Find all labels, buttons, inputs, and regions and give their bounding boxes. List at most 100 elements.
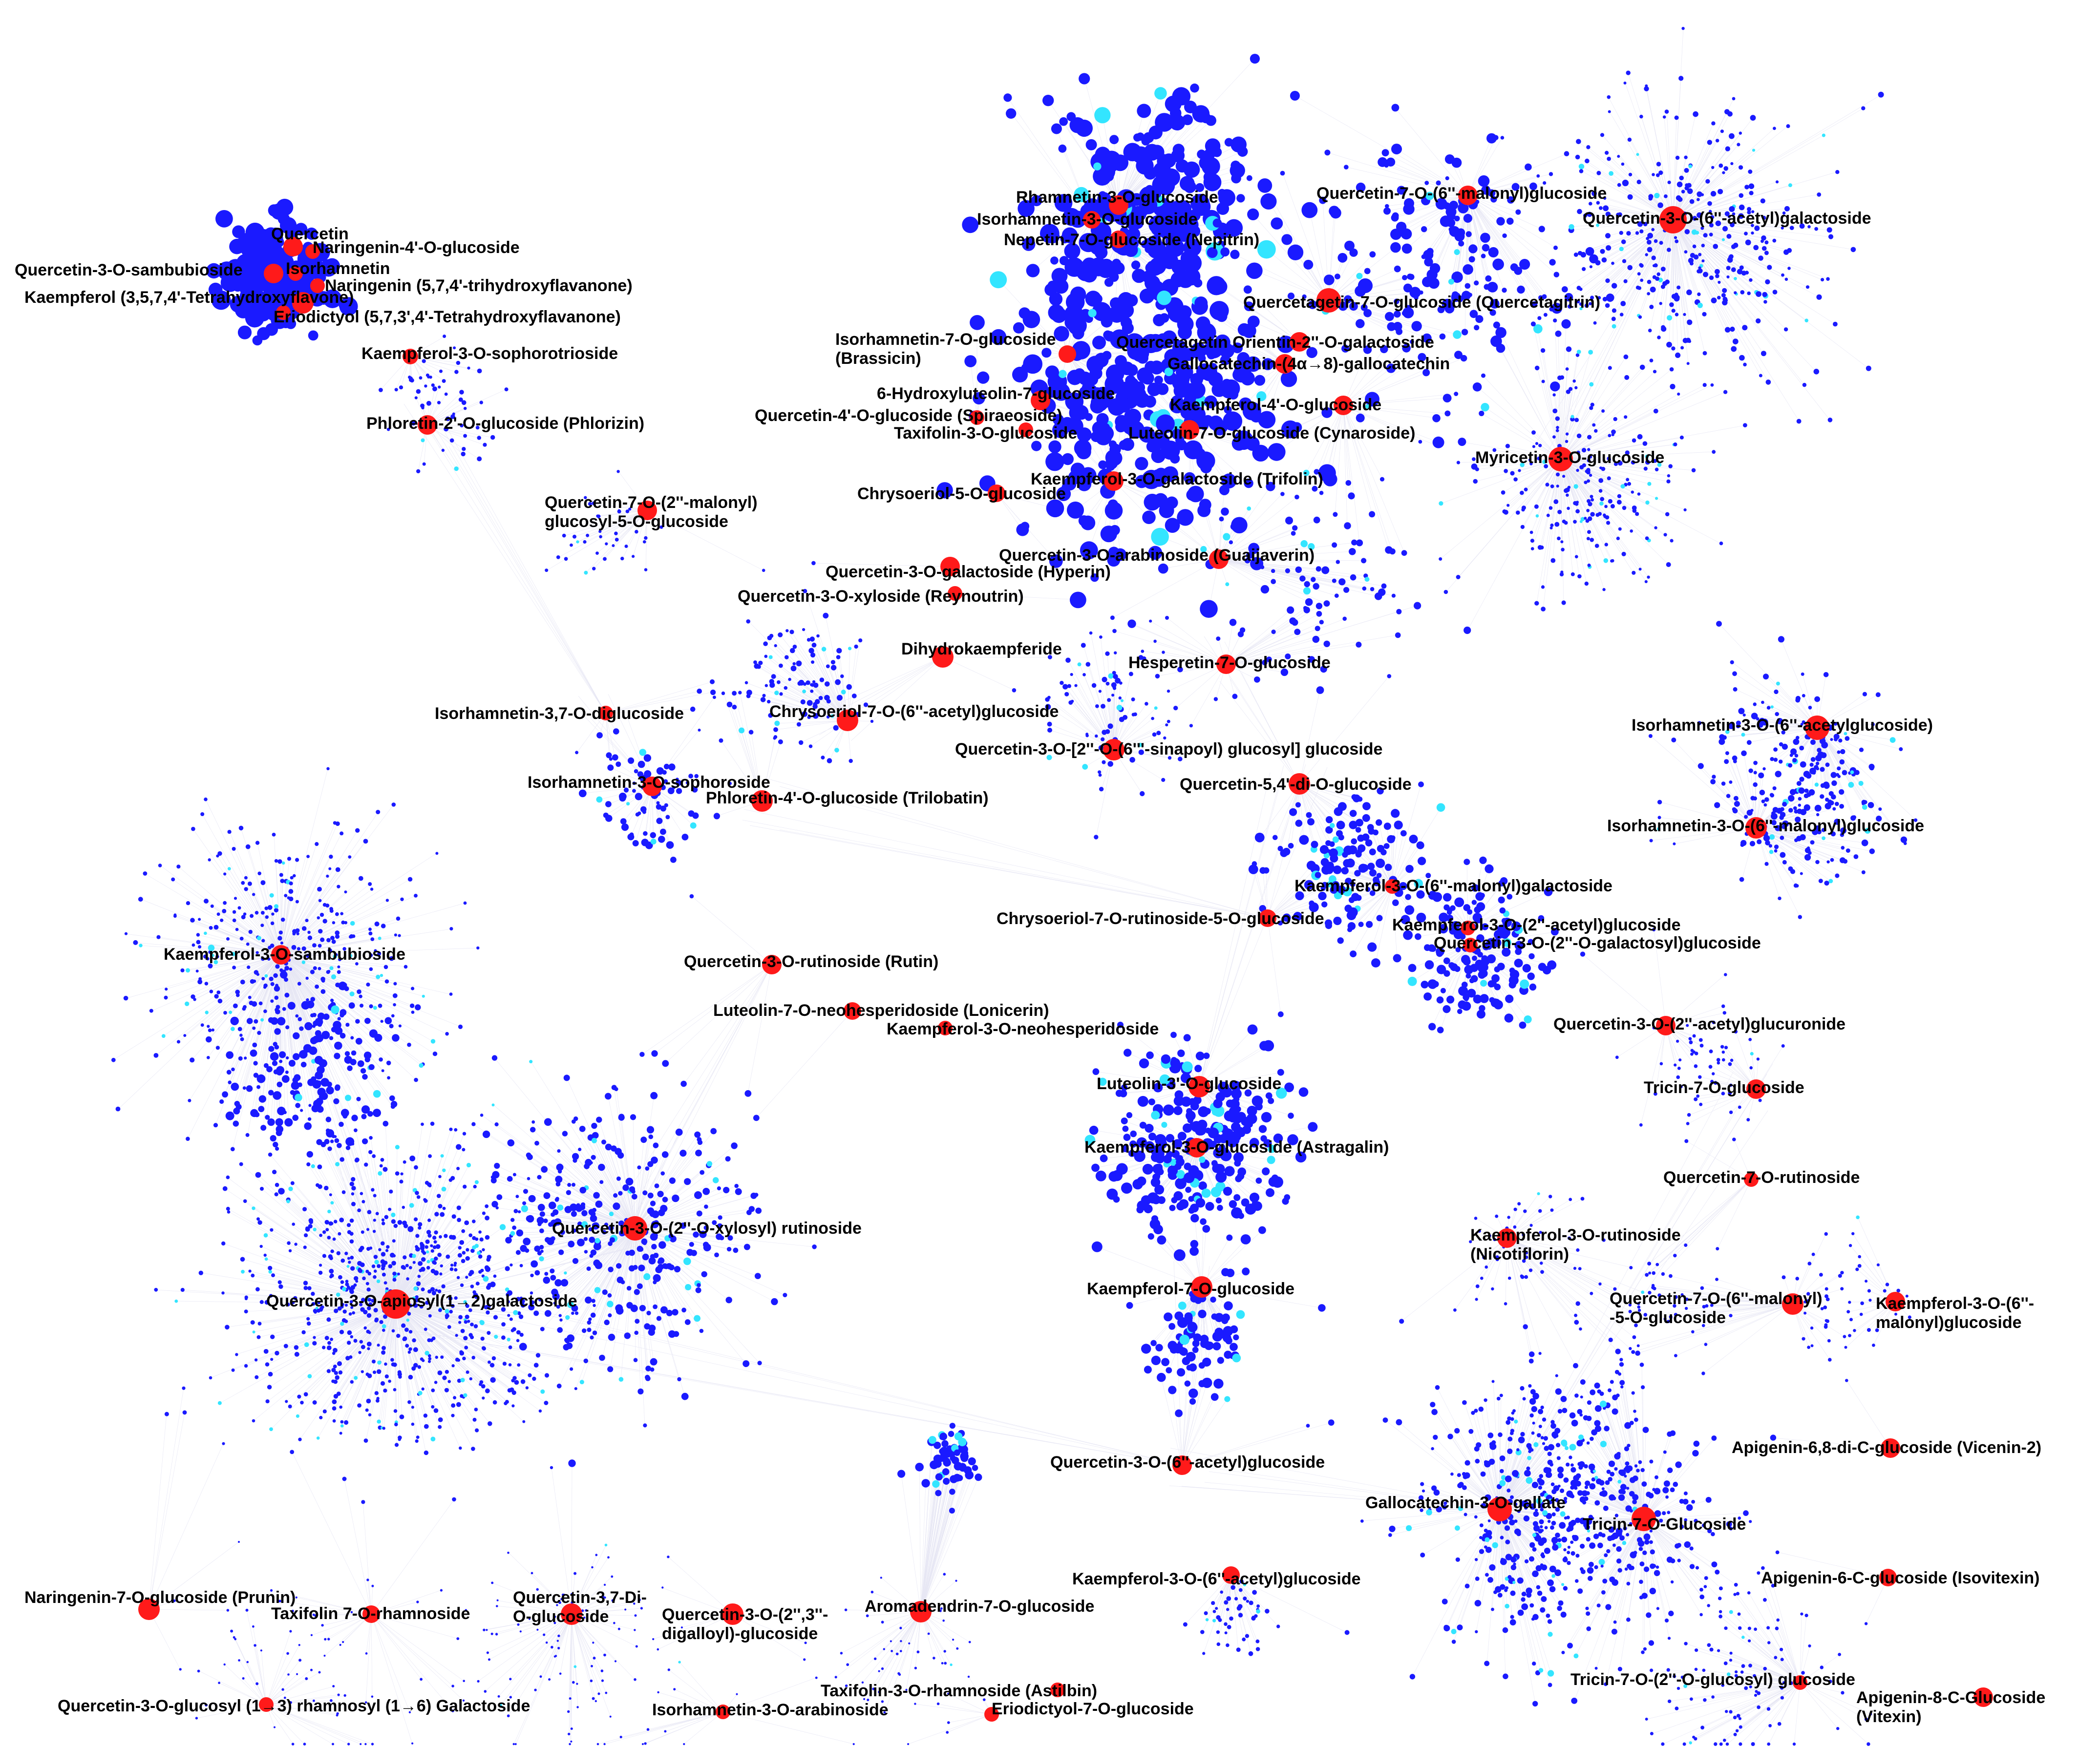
target-node: [1750, 796, 1755, 800]
target-node: [1594, 1405, 1602, 1412]
target-node: [1480, 980, 1487, 987]
target-node: [449, 992, 453, 996]
target-node: [1719, 541, 1723, 546]
target-node: [1430, 1402, 1436, 1408]
target-node: [188, 1098, 191, 1102]
target-node: [1749, 278, 1753, 282]
target-node: [261, 939, 265, 943]
target-node: [1644, 580, 1648, 583]
target-node: [1550, 1525, 1554, 1530]
target-node: [340, 1420, 344, 1424]
target-node: [1431, 1409, 1438, 1415]
target-node: [1490, 299, 1500, 309]
target-node: [1574, 418, 1579, 422]
target-node: [1161, 441, 1180, 460]
target-node: [1592, 423, 1596, 427]
target-node: [494, 1122, 499, 1127]
target-node: [1522, 964, 1531, 973]
target-node: [1644, 1566, 1650, 1572]
target-node: [1190, 84, 1199, 93]
target-node: [1850, 247, 1856, 253]
target-node: [231, 952, 235, 956]
target-node: [1220, 247, 1230, 257]
target-node: [1081, 515, 1096, 530]
target-node: [537, 1251, 542, 1256]
target-node: [421, 1249, 425, 1253]
target-node: [1550, 484, 1554, 488]
target-node: [285, 1025, 290, 1030]
target-node: [239, 1033, 243, 1037]
target-node: [427, 1360, 431, 1363]
target-node: [1601, 409, 1605, 413]
target-node: [530, 1260, 538, 1268]
target-node: [1750, 115, 1756, 121]
target-node: [599, 1354, 605, 1361]
target-node: [1600, 133, 1605, 137]
target-node: [1542, 294, 1547, 299]
target-node: [1150, 1178, 1161, 1187]
target-node: [1889, 737, 1896, 743]
target-node: [265, 323, 278, 336]
target-node: [1215, 1197, 1222, 1204]
target-node: [330, 1337, 333, 1341]
target-node: [1555, 416, 1560, 421]
target-node: [1212, 218, 1222, 228]
target-node: [300, 1061, 307, 1068]
target-node: [1169, 1158, 1177, 1166]
target-node: [244, 1309, 248, 1314]
target-node: [1629, 1491, 1635, 1497]
target-node: [681, 1392, 689, 1400]
target-node: [1726, 1521, 1732, 1527]
target-node: [313, 1020, 318, 1026]
target-node: [1162, 330, 1177, 345]
target-node: [295, 900, 299, 904]
target-node: [1202, 1377, 1212, 1388]
target-node: [574, 1387, 577, 1390]
target-node: [1597, 1389, 1601, 1394]
target-node: [392, 993, 398, 998]
target-node: [897, 1470, 906, 1478]
target-node: [1721, 238, 1725, 241]
target-node: [341, 1303, 344, 1306]
target-node: [1100, 526, 1117, 543]
target-node: [392, 1034, 400, 1042]
target-node: [255, 1172, 261, 1178]
target-node: [718, 1215, 722, 1220]
target-node: [1707, 201, 1712, 206]
target-node: [1523, 1324, 1528, 1329]
target-node: [241, 881, 245, 885]
target-node: [407, 877, 413, 882]
target-node: [1593, 1534, 1599, 1539]
target-node: [507, 1290, 513, 1296]
target-node: [1479, 410, 1485, 417]
target-node: [1674, 293, 1678, 297]
target-node: [319, 1306, 323, 1311]
target-node: [1570, 1540, 1574, 1544]
target-node: [1676, 1543, 1681, 1548]
target-node: [293, 1032, 300, 1039]
target-node: [311, 1164, 315, 1168]
target-node: [209, 990, 213, 993]
target-node: [339, 1405, 342, 1409]
target-node: [1559, 1522, 1566, 1529]
target-node: [1382, 1417, 1388, 1423]
target-node: [421, 1287, 425, 1292]
target-node: [442, 1206, 446, 1210]
target-node: [329, 966, 334, 970]
target-node: [1016, 523, 1029, 536]
target-node: [400, 897, 404, 902]
target-node: [572, 1228, 576, 1233]
target-node: [1236, 1310, 1245, 1319]
target-node: [697, 1137, 702, 1142]
target-node: [264, 974, 268, 978]
target-node: [704, 1204, 708, 1209]
target-node: [437, 1252, 442, 1257]
target-node: [1830, 858, 1834, 862]
target-node: [1614, 1369, 1619, 1374]
target-node: [1089, 1125, 1099, 1135]
target-node: [1550, 523, 1554, 527]
target-node: [253, 979, 256, 983]
target-node: [1468, 1429, 1474, 1434]
target-node: [1580, 1395, 1583, 1399]
target-node: [1692, 1450, 1699, 1457]
